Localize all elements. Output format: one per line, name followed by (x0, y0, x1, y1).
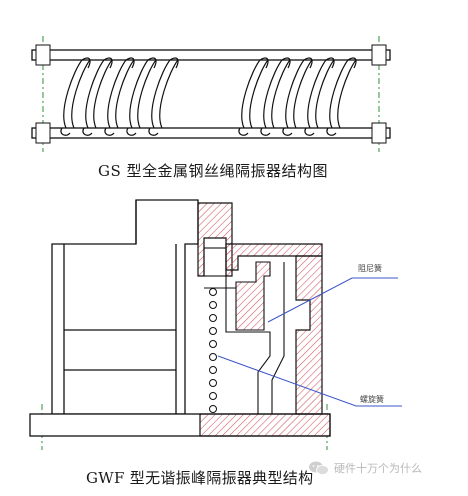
watermark: 硬件十万个为什么 (308, 460, 422, 476)
gwf-coil-spring (209, 288, 217, 413)
gs-bottom-plate (31, 127, 391, 139)
damper-leader-line (267, 277, 398, 323)
damper-spring-label: 阻尼簧 (358, 264, 382, 273)
gs-caption: GS 型全金属钢丝绳隔振器结构图 (98, 162, 329, 180)
gwf-leaders (217, 277, 402, 407)
gwf-isolator-drawing (29, 199, 402, 450)
gs-plates (31, 49, 391, 139)
gwf-internals (203, 247, 285, 414)
gwf-housing (51, 199, 199, 415)
gs-top-plate (31, 49, 391, 61)
gwf-right-column-hatched (295, 255, 323, 415)
gs-coil-left (60, 57, 179, 136)
gs-bolts (35, 44, 387, 144)
watermark-text: 硬件十万个为什么 (334, 462, 422, 475)
gwf-top-cap-hatched (197, 202, 233, 277)
gs-isolator-drawing (31, 36, 391, 152)
spring-leader-line (217, 355, 402, 407)
gwf-base-hatched (199, 413, 331, 437)
coil-spring-label: 螺旋簧 (360, 395, 384, 404)
gs-coil-right (238, 57, 357, 136)
wechat-icon (309, 461, 329, 475)
gwf-retainer-hatched (235, 261, 271, 331)
gwf-caption: GWF 型无谐振峰隔振器典型结构 (86, 469, 314, 487)
